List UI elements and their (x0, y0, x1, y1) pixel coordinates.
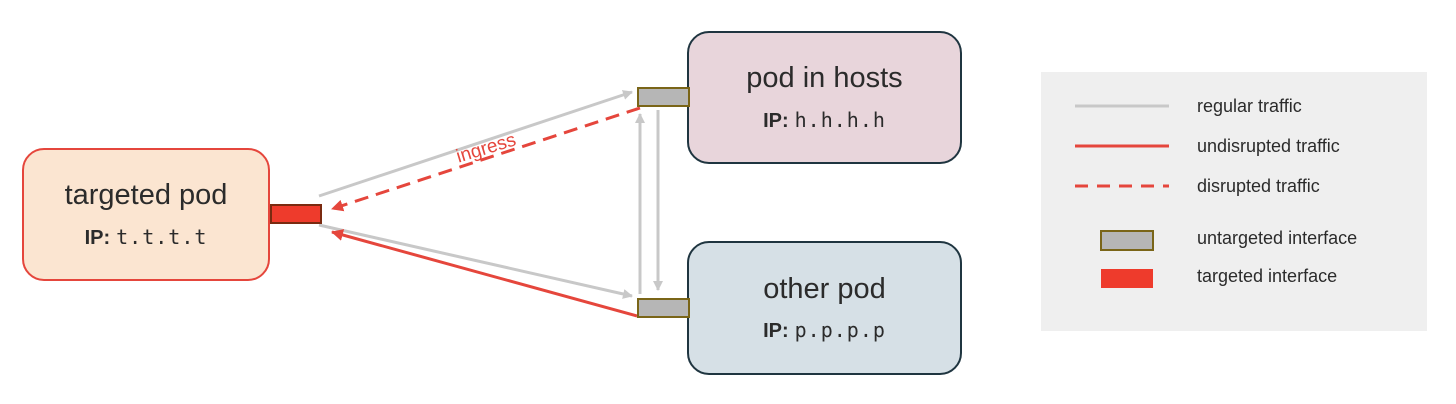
hosts-pod-title: pod in hosts (746, 62, 903, 95)
legend-item-disrupted: disrupted traffic (1041, 172, 1427, 202)
other-pod-ip-label: IP: (763, 320, 789, 343)
regular-traffic-to-other (318, 223, 633, 299)
targeted-pod-title: targeted pod (64, 179, 228, 212)
legend-label-undisrupted: undisrupted traffic (1197, 136, 1340, 156)
legend-item-untargeted-interface: untargeted interface (1041, 224, 1427, 254)
hosts-pod: pod in hosts IP:h.h.h.h (687, 31, 962, 164)
hosts-pod-ip-label: IP: (763, 109, 789, 132)
legend: regular traffic undisrupted traffic disr… (1041, 72, 1427, 331)
hosts-pod-ip-value: h.h.h.h (794, 107, 886, 132)
other-pod-title: other pod (763, 272, 886, 305)
legend-item-regular: regular traffic (1041, 92, 1427, 122)
undisrupted-traffic (331, 229, 638, 318)
hosts-pod-ip: IP:h.h.h.h (763, 108, 886, 133)
other-pod-ip-value: p.p.p.p (794, 318, 886, 343)
legend-label-regular: regular traffic (1197, 96, 1302, 116)
other-pod-ip: IP:p.p.p.p (763, 318, 886, 343)
legend-label-disrupted: disrupted traffic (1197, 176, 1320, 196)
legend-label-untargeted-interface: untargeted interface (1197, 228, 1358, 248)
regular-traffic-to-hosts (318, 90, 633, 198)
targeted-pod-ip-value: t.t.t.t (116, 224, 208, 249)
disrupted-traffic-ingress (331, 106, 641, 212)
legend-swatch-undisrupted (1075, 144, 1169, 148)
targeted-pod-ip: IP:t.t.t.t (85, 225, 208, 250)
targeted-pod-ip-label: IP: (84, 226, 111, 249)
legend-swatch-disrupted (1075, 184, 1169, 188)
targeted-pod: targeted pod IP:t.t.t.t (22, 148, 270, 281)
legend-swatch-regular (1075, 104, 1169, 108)
legend-item-targeted-interface: targeted interface (1041, 262, 1427, 292)
targeted-interface (270, 204, 322, 224)
legend-swatch-targeted-interface (1101, 269, 1153, 288)
hosts-interface (637, 87, 690, 107)
other-interface (637, 298, 690, 318)
legend-item-undisrupted: undisrupted traffic (1041, 132, 1427, 162)
legend-swatch-untargeted-interface (1100, 230, 1154, 251)
other-pod: other pod IP:p.p.p.p (687, 241, 962, 375)
legend-label-targeted-interface: targeted interface (1197, 266, 1338, 286)
